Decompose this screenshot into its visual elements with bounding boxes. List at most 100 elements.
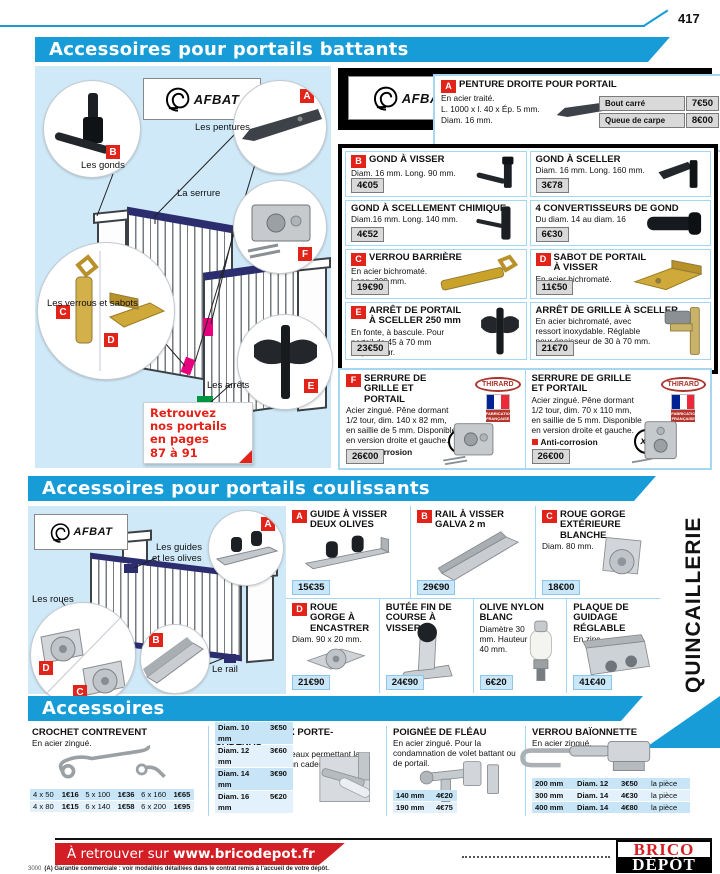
price: 26€00	[531, 449, 570, 464]
label-pentures: Les pentures	[195, 122, 250, 133]
legal-text: (A) Garantie commerciale : voir modalité…	[44, 866, 329, 872]
product-name: ARRÊT DE GRILLE À SCELLER	[535, 305, 679, 316]
product-name: ARRÊT DE PORTAIL À SCELLER 250 mm	[369, 305, 462, 327]
product-card: BUTÉE FIN DE COURSE À VISSER 24€90	[378, 599, 473, 693]
top-rule	[0, 25, 645, 27]
product-name: GUIDE À VISSER DEUX OLIVES	[310, 509, 388, 531]
label-rail: Le rail	[212, 664, 238, 675]
product-name: OLIVE NYLON BLANC	[479, 602, 544, 624]
roues-glyph	[40, 614, 126, 696]
product-name: GOND À SCELLEMENT CHIMIQUE	[351, 203, 507, 214]
rail-glyph	[143, 637, 204, 684]
french-flag-icon	[671, 394, 696, 410]
gond-visser-image	[476, 156, 513, 188]
roue-encastrer-image	[306, 648, 366, 670]
serrure-glyph	[247, 204, 311, 259]
guide-glyph	[215, 531, 279, 566]
product-desc: Diam. 16 mm. Long. 90 mm.	[351, 168, 456, 178]
circle-rail: B	[140, 624, 210, 694]
plaque-image	[582, 634, 651, 676]
flag-caption: FABRICATION FRANÇAISE	[671, 410, 699, 422]
product-desc: Acier zingué. Pêne dormant 1/2 tour, dim…	[531, 394, 642, 435]
label-arrets: Les arrêts	[207, 380, 250, 391]
feature-bullet	[531, 438, 538, 445]
guide-highlight	[124, 564, 138, 573]
divider	[525, 726, 526, 816]
olive-image	[530, 620, 553, 681]
product-desc: Diam.16 mm. Long. 140 mm.	[351, 214, 458, 225]
arret-portail-image	[480, 307, 519, 355]
poignee-image	[419, 761, 499, 802]
verrou-barriere-image	[440, 254, 518, 291]
price: 15€35	[292, 580, 331, 595]
badge-e: E	[304, 379, 318, 393]
brico-depot-logo: BRICO DÉPÔT	[616, 840, 712, 873]
product-card: GOND À SCELLER Diam. 16 mm. Long. 160 mm…	[529, 151, 711, 197]
product-card-baionnette: VERROU BAÏONNETTE En acier zingué. 200 m…	[520, 726, 690, 816]
accessoires-row: CROCHET CONTREVENT En acier zingué. 4 x …	[28, 722, 690, 816]
price: 6€20	[479, 675, 513, 690]
afbat-wordmark: AFBAT	[193, 91, 240, 107]
product-card: 4 CONVERTISSEURS DE GOND Du diam. 14 au …	[529, 200, 711, 246]
guide-image	[304, 535, 390, 570]
product-badge: A	[441, 80, 456, 93]
section-title-battants: Accessoires pour portails battants	[35, 37, 670, 62]
footer-code: 3000	[28, 866, 42, 872]
thirard-logo: THIRARD	[660, 377, 706, 392]
label-guides-2: et les olives	[152, 553, 202, 564]
afbat-spiral-icon	[165, 87, 190, 112]
product-card: OLIVE NYLON BLANC Diamètre 30 mm. Hauteu…	[472, 599, 567, 693]
price: 19€90	[351, 280, 390, 295]
product-badge: F	[346, 374, 361, 387]
verrou-sabot-glyph	[75, 251, 166, 371]
variant-label: Bout carré	[599, 96, 685, 111]
roue-ext-image	[602, 536, 642, 575]
product-name: ROUE GORGE À ENCASTRER	[310, 602, 370, 634]
banner-prefix: À retrouver sur	[67, 846, 174, 862]
logo-depot: DÉPÔT	[616, 856, 712, 873]
footer-dotted-line	[462, 855, 610, 858]
product-name: VERROU BAÏONNETTE	[532, 727, 638, 738]
banner-url[interactable]: www.bricodepot.fr	[173, 846, 315, 862]
badge-a: A	[261, 517, 275, 531]
product-card: GOND À SCELLEMENT CHIMIQUE Diam.16 mm. L…	[345, 200, 527, 246]
serrure-highlight	[203, 318, 213, 336]
product-badge: E	[351, 306, 366, 319]
page-number: 417	[678, 11, 700, 26]
badge-f: F	[298, 247, 312, 261]
divider	[208, 726, 209, 816]
price: 41€40	[573, 675, 612, 690]
circle-verrou-sabot: C D	[37, 242, 175, 380]
variant-price: 7€50	[685, 96, 719, 111]
gond-glyph	[54, 93, 110, 154]
coulissants-diagram-panel: AFBAT A D C B Les guides et les olives L…	[28, 506, 286, 708]
product-card-verrou-box: VERROU DE BOX PORTE-CADENAS En acier zin…	[209, 722, 386, 816]
footer-banner[interactable]: À retrouver sur www.bricodepot.fr	[55, 843, 345, 865]
product-name: GOND À SCELLER	[535, 154, 621, 165]
badge-c: C	[56, 305, 70, 319]
price: 29€90	[417, 580, 456, 595]
price: 6€30	[535, 227, 569, 242]
product-name: POIGNÉE DE FLÉAU	[393, 727, 487, 738]
penture-price-table: Bout carré 7€50 Queue de carpe 8€00	[599, 96, 719, 128]
product-name: GOND À VISSER	[369, 154, 445, 165]
price: 18€00	[542, 580, 581, 595]
badge-c: C	[73, 685, 87, 699]
product-name: SERRURE DE GRILLE ET PORTAIL	[364, 373, 427, 405]
product-name: SABOT DE PORTAIL À VISSER	[553, 252, 647, 274]
french-flag-icon	[485, 394, 510, 410]
afbat-wordmark: AFBAT	[73, 526, 113, 538]
product-name: BUTÉE FIN DE COURSE À VISSER	[385, 602, 452, 634]
product-desc: En acier bichromaté, avec ressort inoxyd…	[535, 316, 651, 347]
verrou-box-image	[319, 752, 371, 802]
product-name: PLAQUE DE GUIDAGE RÉGLABLE	[573, 602, 629, 634]
product-card-poignee: POIGNÉE DE FLÉAU En acier zingué. Pour l…	[387, 726, 525, 816]
product-badge: D	[292, 603, 307, 616]
